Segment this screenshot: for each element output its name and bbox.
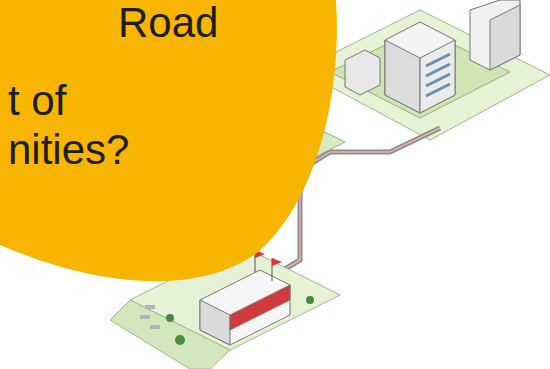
callout-text: nities? xyxy=(8,127,129,173)
callout-text: t of xyxy=(8,78,66,124)
blob-fill xyxy=(0,0,337,281)
callout-text: Road xyxy=(118,0,218,46)
callout-blob: Road t ofnities? xyxy=(0,0,345,300)
